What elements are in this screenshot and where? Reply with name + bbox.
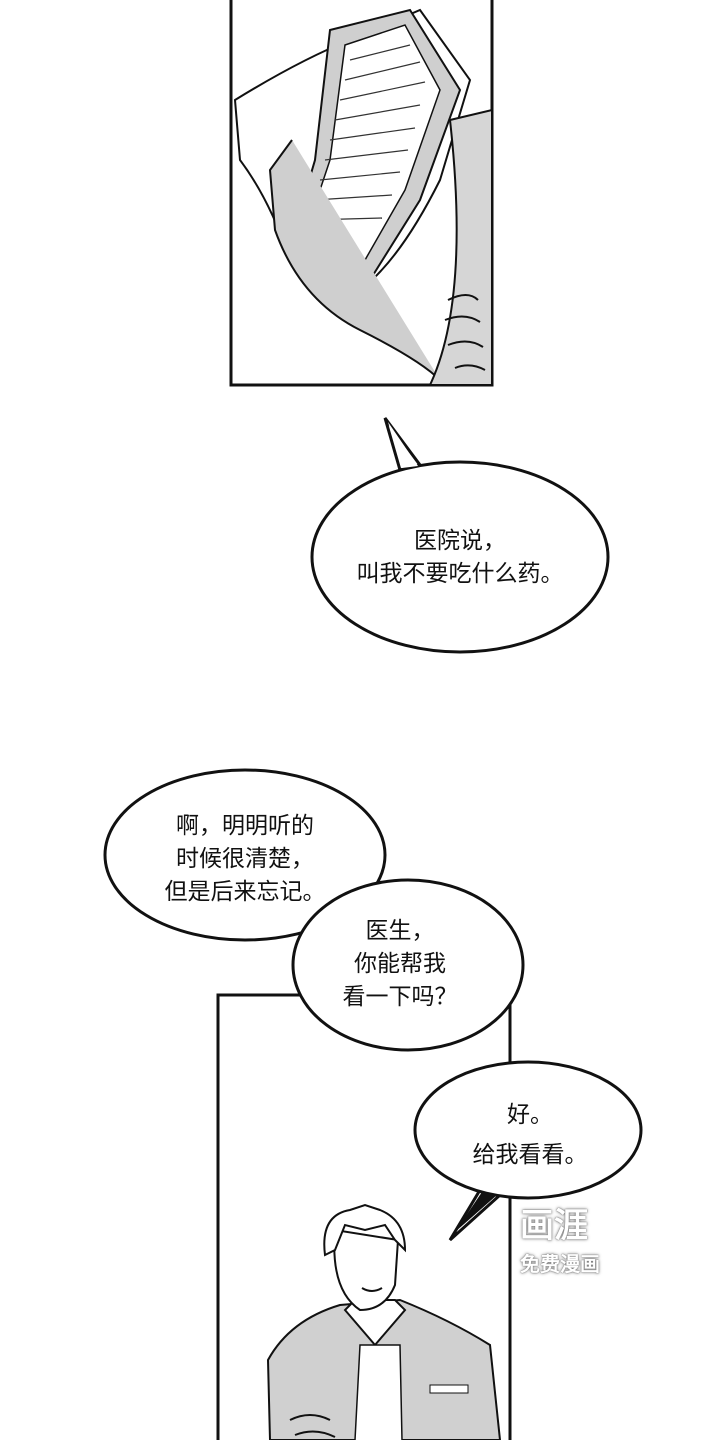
bubble-line: 好。 [507,1102,553,1128]
bubble-line: 看一下吗？ [342,984,458,1010]
bubble-line: 医生， [365,918,435,944]
bubble-3-text: 医生， 你能帮我 看一下吗？ [300,915,500,1014]
bubble-line: 啊，明明听的 [176,813,314,839]
bubble-1-text: 医院说， 叫我不要吃什么药。 [320,525,600,591]
watermark-logo: 画涯 [520,1206,588,1246]
watermark-tagline: 免费漫画 [520,1252,600,1276]
bubble-2-text: 啊，明明听的 时候很清楚， 但是后来忘记。 [125,810,365,909]
bubble-line: 你能帮我 [354,951,446,977]
speech-bubble-3 [291,878,525,1052]
bubble-line: 医院说， [414,528,506,554]
bubble-line: 叫我不要吃什么药。 [356,561,564,587]
speech-bubble-1 [310,417,610,654]
speech-bubble-2 [103,768,387,942]
bubble-line: 给我看看。 [472,1142,588,1168]
speech-bubble-4 [413,1060,643,1242]
panel-1 [229,0,494,387]
bubble-line: 时候很清楚， [176,846,314,872]
bubble-line: 但是后来忘记。 [164,879,326,905]
bubble-4-text: 好。 给我看看。 [410,1095,650,1175]
